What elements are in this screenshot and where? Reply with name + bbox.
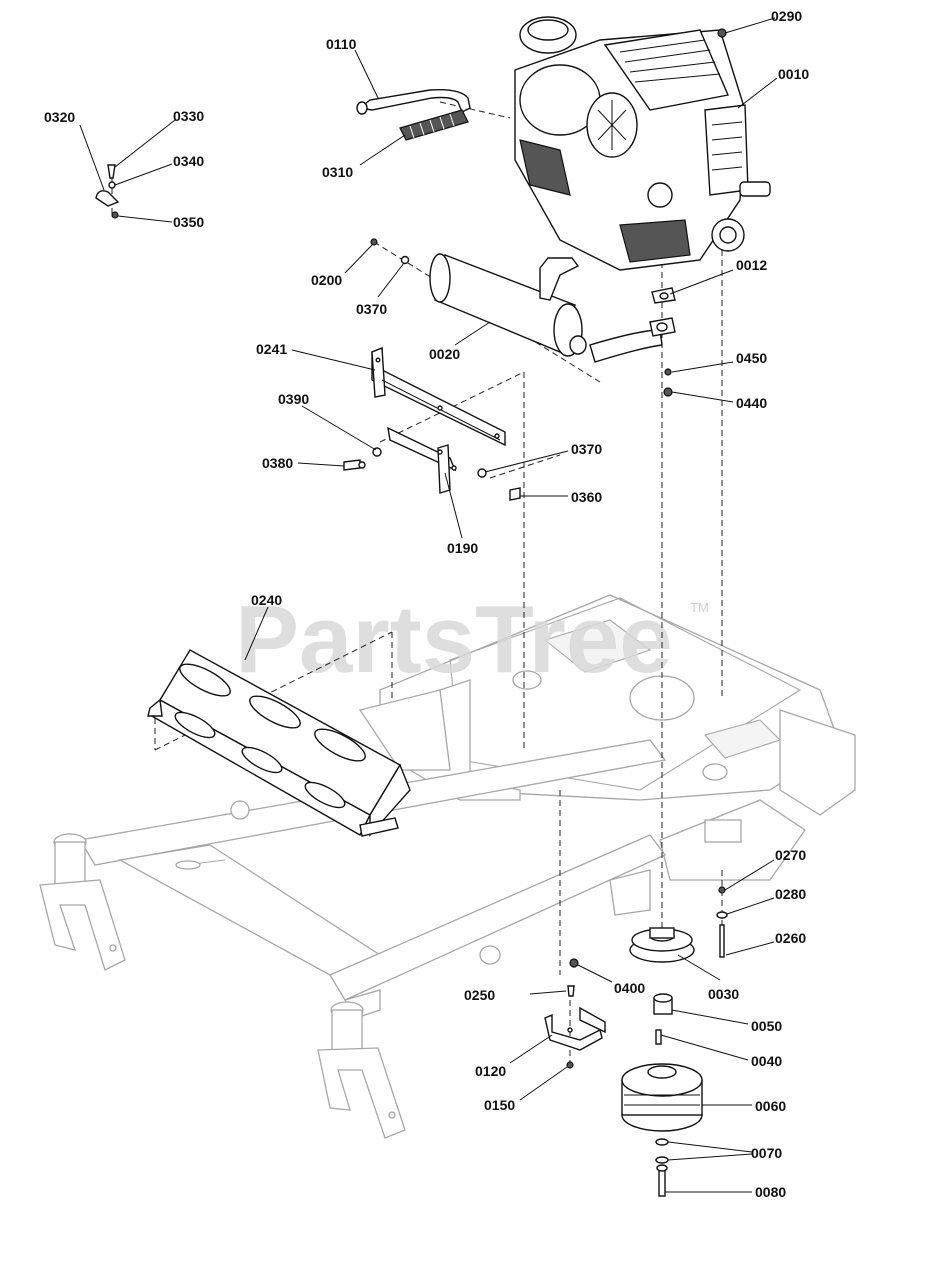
hose-spring (399, 109, 469, 141)
label-0260: 0260 (775, 930, 806, 946)
nut-0150 (566, 1061, 574, 1069)
label-0250: 0250 (464, 987, 495, 1003)
label-0330: 0330 (173, 108, 204, 124)
nut-0440 (663, 387, 673, 397)
left-caster (39, 833, 126, 971)
label-0241: 0241 (256, 341, 287, 357)
label-0310: 0310 (322, 164, 353, 180)
label-0050: 0050 (751, 1018, 782, 1034)
label-0010: 0010 (778, 66, 809, 82)
label-0280: 0280 (775, 886, 806, 902)
watermark: PartsTree TM (235, 586, 709, 693)
label-0440: 0440 (736, 395, 767, 411)
label-0240: 0240 (251, 592, 282, 608)
label-0360: 0360 (571, 489, 602, 505)
nut-0270 (718, 886, 726, 894)
label-0060: 0060 (755, 1098, 786, 1114)
mower-frame (39, 594, 856, 1139)
bracket-fasteners (343, 447, 521, 501)
label-0070: 0070 (751, 1145, 782, 1161)
clutch-bracket-0120 (544, 1006, 606, 1051)
muffler-bracket-0190 (387, 426, 457, 494)
key-0040 (655, 1029, 662, 1045)
label-0110: 0110 (326, 36, 357, 52)
bolt-0260 (719, 924, 725, 958)
clutch-0060 (621, 1063, 703, 1132)
leader-lines (79, 17, 778, 1193)
nut-0290 (717, 28, 727, 38)
pulley-0030 (629, 927, 695, 963)
washer-0280 (716, 911, 728, 919)
label-0020: 0020 (429, 346, 460, 362)
washer-0370-top (400, 255, 410, 265)
engine (514, 16, 771, 271)
label-0380: 0380 (262, 455, 293, 471)
label-0040: 0040 (751, 1053, 782, 1069)
muffler-bracket-0241 (371, 346, 506, 447)
nut-0200 (370, 238, 378, 246)
label-0370-bottom: 0370 (571, 441, 602, 457)
label-0320: 0320 (44, 109, 75, 125)
label-0400: 0400 (614, 980, 645, 996)
heat-shield (147, 649, 411, 837)
pin-0250 (567, 985, 575, 997)
label-0190: 0190 (447, 540, 478, 556)
label-0390: 0390 (278, 391, 309, 407)
watermark-text: PartsTree (235, 586, 673, 693)
fuel-line (356, 88, 471, 115)
exhaust-gaskets (649, 287, 676, 337)
label-0120: 0120 (475, 1063, 506, 1079)
label-0200: 0200 (311, 272, 342, 288)
nut-0400 (569, 958, 579, 968)
right-caster (317, 1001, 406, 1139)
label-0450: 0450 (736, 350, 767, 366)
clutch-fasteners (655, 1138, 669, 1197)
label-0370-top: 0370 (356, 301, 387, 317)
label-0150: 0150 (484, 1097, 515, 1113)
watermark-trademark: TM (690, 600, 709, 615)
label-0080: 0080 (755, 1184, 786, 1200)
part-labels: 0290 0010 0012 0450 0440 0110 0310 0320 … (44, 8, 809, 1200)
spacer-0050 (653, 993, 673, 1015)
label-0290: 0290 (771, 8, 802, 24)
label-0350: 0350 (173, 214, 204, 230)
label-0030: 0030 (708, 986, 739, 1002)
label-0012: 0012 (736, 257, 767, 273)
muffler (429, 253, 663, 363)
clamp-assembly (95, 164, 120, 219)
washer-0450 (664, 368, 672, 376)
label-0270: 0270 (775, 847, 806, 863)
label-0340: 0340 (173, 153, 204, 169)
